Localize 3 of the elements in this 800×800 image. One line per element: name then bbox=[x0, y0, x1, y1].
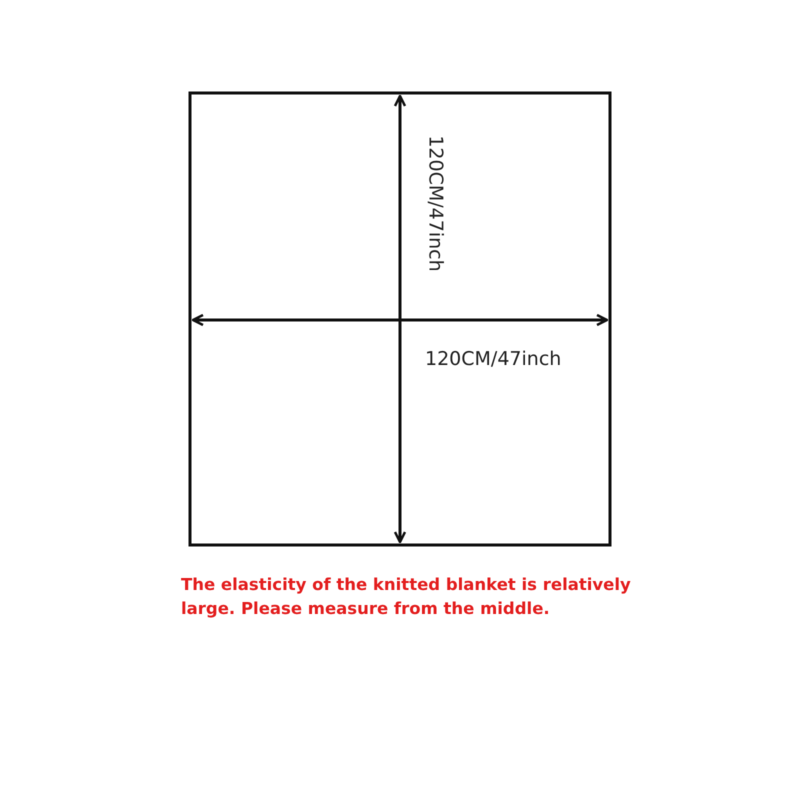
dimension-label: 120CM/47inch bbox=[425, 350, 562, 369]
note-text: The elasticity of the knitted blanket is relatively large. Please measure from the middle. bbox=[181, 574, 632, 620]
dimension-label: 120CM/47inch bbox=[426, 134, 445, 272]
